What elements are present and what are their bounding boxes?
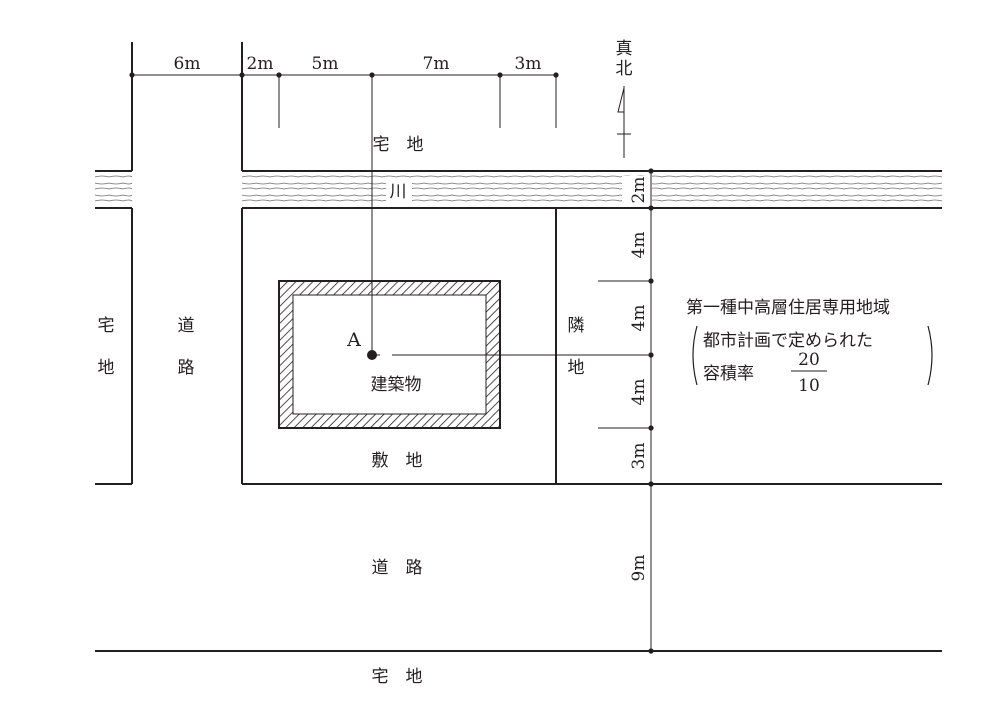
dim-top-5m: 5m: [312, 54, 339, 74]
dim-tick: [129, 72, 135, 78]
zoning-district: 第一種中高層住居専用地域: [686, 298, 890, 318]
top-dimension-line: [129, 72, 559, 355]
river-wave: [94, 194, 133, 197]
river: [94, 170, 943, 209]
river-wave: [241, 194, 943, 197]
river-label-bg: [386, 180, 412, 202]
river-waves-right: [241, 175, 943, 202]
dim-right-2m: 2m: [629, 177, 649, 204]
residential-left-label-1: 宅: [98, 316, 115, 336]
residential-bottom-label: 宅 地: [372, 667, 423, 687]
neighbor-label-1: 隣: [568, 316, 585, 336]
zoning-city-planning: 都市計画で定められた: [703, 331, 873, 351]
river-wave: [241, 187, 943, 190]
point-a-label: A: [346, 329, 361, 351]
river-wave: [94, 199, 133, 202]
dim-right-3m: 3m: [629, 443, 649, 470]
zoning-note: 第一種中高層住居専用地域 都市計画で定められた 容積率 20 10: [686, 298, 933, 396]
river-wave: [241, 199, 943, 202]
residential-left-label-2: 地: [98, 358, 115, 378]
road-left-label-1: 道: [178, 316, 195, 336]
site-label: 敷 地: [372, 451, 423, 471]
dim-2m-bg: [622, 176, 652, 206]
dim-right-4m-c: 4m: [629, 379, 649, 406]
north-label-2: 北: [616, 59, 633, 79]
river-wave: [94, 182, 133, 185]
river-wave: [94, 187, 133, 190]
dim-right-4m-a: 4m: [629, 232, 649, 259]
building-label: 建築物: [371, 375, 422, 395]
dim-top-7m: 7m: [423, 54, 450, 74]
dim-top-6m: 6m: [174, 54, 201, 74]
point-a-marker: [367, 350, 377, 360]
dim-right-9m: 9m: [629, 555, 649, 582]
road-left-label-2: 路: [178, 358, 195, 378]
dim-tick: [239, 72, 245, 78]
dim-tick: [369, 72, 375, 78]
dim-top-2m: 2m: [247, 54, 274, 74]
road-bottom-label: 道 路: [372, 558, 423, 578]
dim-top-3m: 3m: [515, 54, 542, 74]
river-waves-left: [94, 175, 133, 202]
dim-right-4m-b: 4m: [629, 305, 649, 332]
river-wave: [94, 175, 133, 178]
dim-tick: [497, 72, 503, 78]
zoning-paren-left: [692, 325, 698, 386]
dim-tick: [276, 72, 282, 78]
river-wave: [241, 175, 943, 178]
river-wave: [241, 182, 943, 185]
north-arrow: 真 北: [616, 39, 633, 158]
neighbor-label-2: 地: [568, 358, 585, 378]
zoning-far-label: 容積率: [703, 364, 754, 384]
zoning-far-numerator: 20: [798, 350, 820, 370]
north-label-1: 真: [616, 39, 633, 59]
river-label: 川: [390, 182, 407, 202]
residential-top-label: 宅 地: [373, 135, 424, 155]
zoning-far-denominator: 10: [798, 376, 820, 396]
dim-tick: [553, 72, 559, 78]
zoning-paren-right: [927, 325, 933, 386]
